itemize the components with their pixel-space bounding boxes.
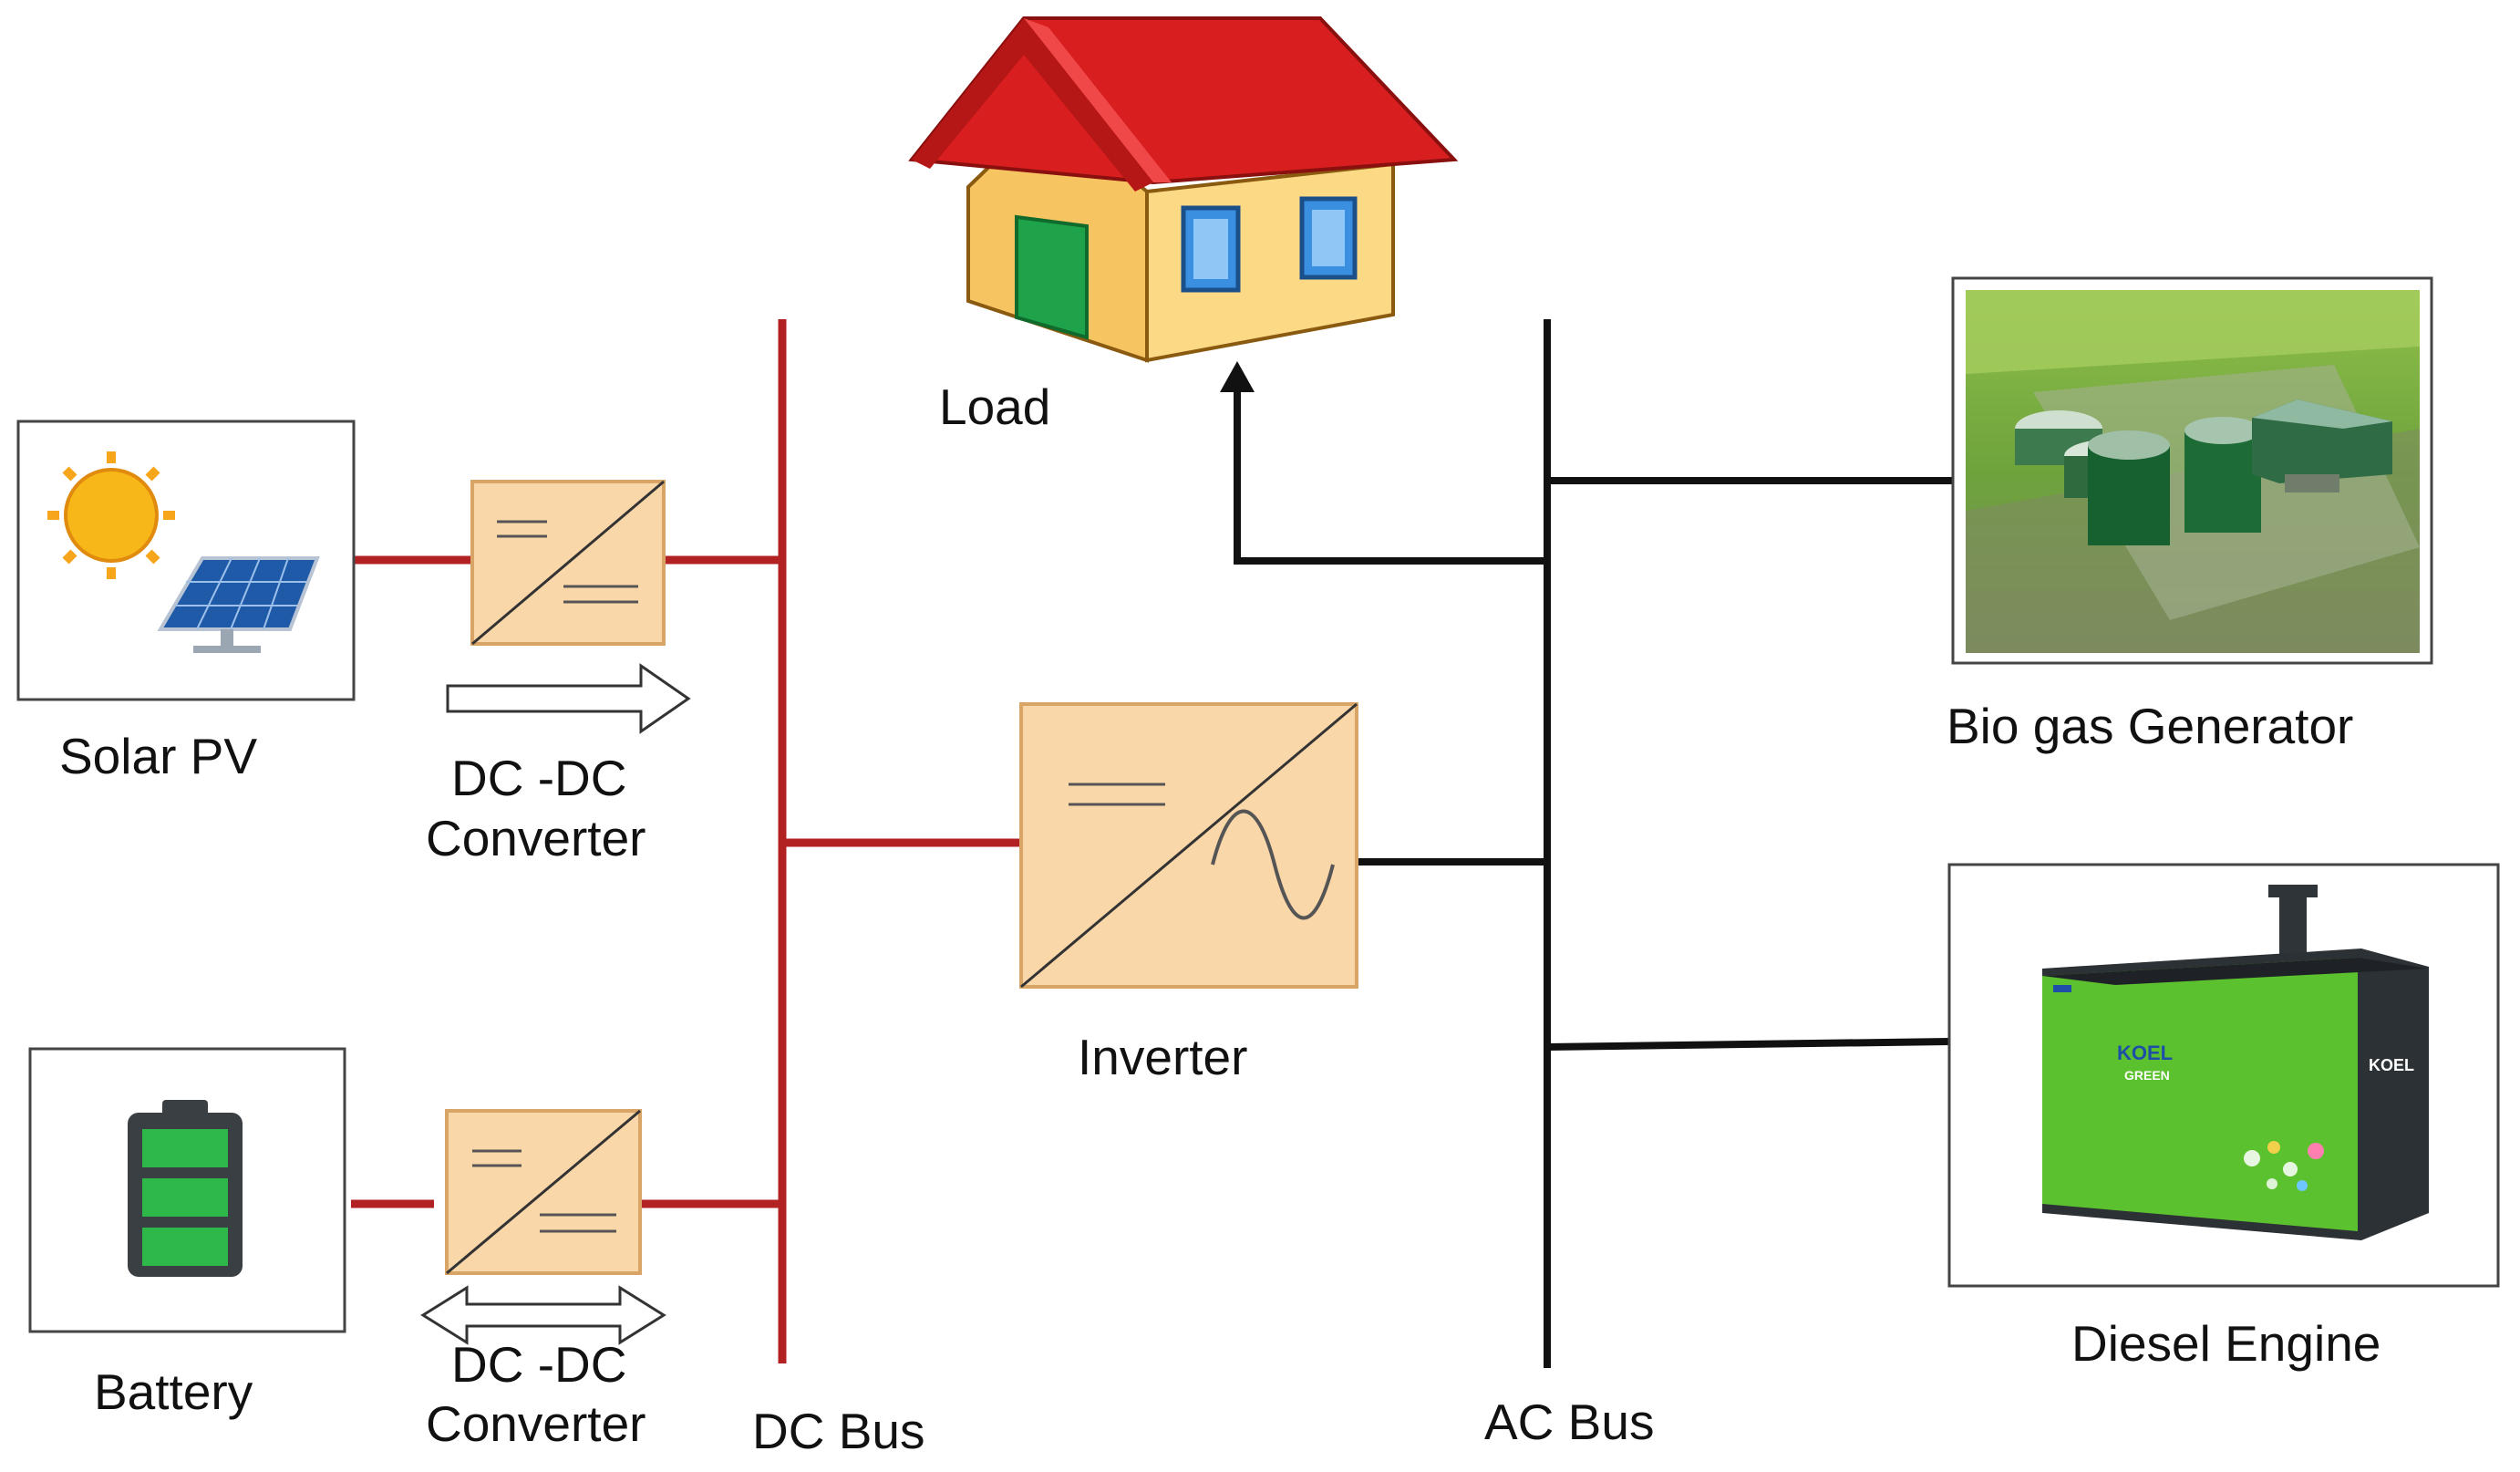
sine-wave-icon [1211, 809, 1335, 920]
digester-tank [2088, 445, 2170, 545]
dcdc-converter-1-label-line1: DC -DC [451, 750, 626, 806]
dcdc-converter-2-label-line2: Converter [426, 1395, 645, 1452]
dcdc-converter-2 [445, 1109, 642, 1275]
sun-icon [47, 451, 175, 579]
exhaust-pipe [2279, 892, 2307, 956]
load-label: Load [939, 378, 1050, 435]
generator-side-logo: KOEL [2369, 1056, 2414, 1074]
dc-bus-label: DC Bus [752, 1403, 925, 1459]
diesel-generator-image: KOEL GREEN KOEL [2042, 885, 2429, 1240]
generator-logo: KOEL [2117, 1042, 2173, 1064]
battery-icon [128, 1100, 243, 1277]
ac-bus-to-diesel-wire [1546, 1038, 1950, 1051]
diesel-engine-label: Diesel Engine [2071, 1315, 2381, 1372]
dcdc-converter-1 [470, 480, 666, 646]
load-arrowhead [1220, 361, 1255, 392]
biogas-plant-image [1966, 290, 2420, 653]
flower-decal-icon [2244, 1141, 2324, 1191]
ac-bus-label: AC Bus [1484, 1394, 1654, 1450]
battery-label: Battery [94, 1363, 253, 1420]
inverter [1019, 702, 1358, 989]
digester-tank [2184, 430, 2261, 533]
ac-wiring [1234, 319, 1953, 1368]
biogas-generator-label: Bio gas Generator [1947, 698, 2353, 754]
house-door-icon [1015, 214, 1089, 340]
dcdc-converter-1-label-line2: Converter [426, 810, 645, 866]
bidirectional-arrow-icon [420, 1285, 666, 1345]
solar-panel-icon [157, 556, 320, 653]
unidirectional-arrow-icon [446, 663, 691, 734]
generator-logo-sub: GREEN [2124, 1068, 2170, 1083]
generator-body [2042, 958, 2358, 1231]
house-icon [908, 16, 1459, 363]
solar-pv-label: Solar PV [59, 728, 257, 784]
ac-bus-to-load-wire [1234, 378, 1547, 565]
dc-wiring [351, 319, 1021, 1363]
inverter-label: Inverter [1078, 1029, 1247, 1085]
dcdc-converter-2-label-line1: DC -DC [451, 1336, 626, 1393]
